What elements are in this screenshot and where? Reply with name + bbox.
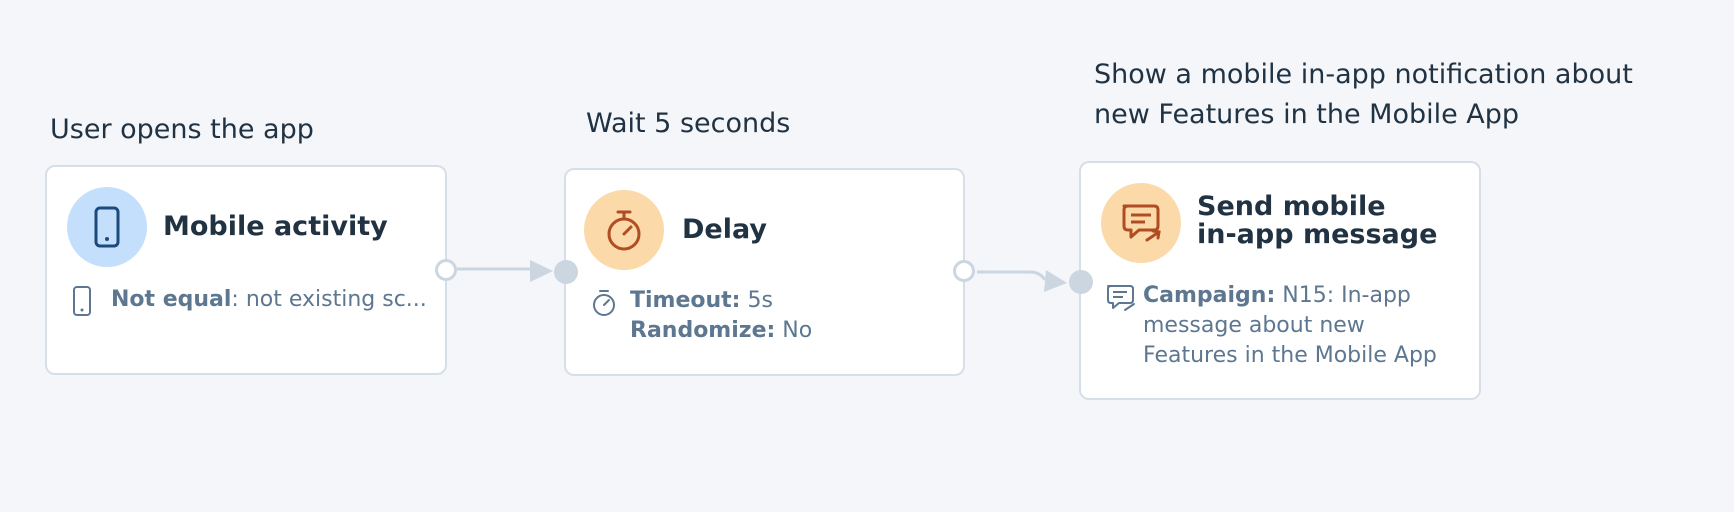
campaign-info: Campaign: N15: In-app message about new … xyxy=(1143,281,1437,371)
send-in-app-message-card[interactable]: Send mobile in-app message Campaign: N15… xyxy=(1069,161,1481,400)
delay-randomize: Randomize: No xyxy=(630,316,812,346)
randomize-label: Randomize: xyxy=(630,318,776,343)
campaign-line-1: Campaign: N15: In-app xyxy=(1143,281,1437,311)
mobile-activity-card[interactable]: Mobile activity Not equal: not existing … xyxy=(45,165,457,375)
title-line-2: in-app message xyxy=(1197,219,1438,250)
chat-message-small-icon xyxy=(1107,285,1135,311)
connector-2-3 xyxy=(977,270,1047,281)
stopwatch-small-icon xyxy=(593,290,615,316)
mobile-phone-small-icon xyxy=(73,286,91,316)
timeout-label: Timeout: xyxy=(630,288,741,313)
timeout-value: 5s xyxy=(740,288,773,313)
randomize-value: No xyxy=(775,318,813,343)
mobile-phone-icon xyxy=(94,206,120,248)
mobile-activity-icon-circle xyxy=(67,187,147,267)
delay-title: Delay xyxy=(682,214,767,245)
connector-1-2-arrowhead xyxy=(530,260,553,282)
mobile-activity-condition: Not equal: not existing sc... xyxy=(111,285,431,315)
mobile-activity-output-port[interactable] xyxy=(435,259,457,281)
step-3-caption-line-1: Show a mobile in-app notification about xyxy=(1094,59,1633,90)
delay-input-port[interactable] xyxy=(554,260,578,284)
campaign-value-part-3: Features in the Mobile App xyxy=(1143,343,1437,368)
step-3-caption-line-2: new Features in the Mobile App xyxy=(1094,99,1520,130)
campaign-value-part-1: N15: In-app xyxy=(1275,283,1411,308)
delay-timeout: Timeout: 5s xyxy=(630,286,773,316)
send-in-app-message-icon-circle xyxy=(1101,183,1181,263)
condition-value: : not existing sc... xyxy=(231,287,427,312)
campaign-label: Campaign: xyxy=(1143,283,1276,308)
delay-output-port[interactable] xyxy=(953,260,975,282)
step-1-caption: User opens the app xyxy=(50,114,314,145)
connector-2-3-arrowhead xyxy=(1044,270,1067,292)
mobile-activity-title: Mobile activity xyxy=(163,211,388,242)
delay-card[interactable]: Delay Timeout: 5s Randomize: No xyxy=(554,168,975,376)
send-in-app-message-title: Send mobile in-app message xyxy=(1197,193,1437,249)
stopwatch-icon xyxy=(607,210,641,251)
campaign-value-part-2: message about new xyxy=(1143,313,1365,338)
delay-icon-circle xyxy=(584,190,664,270)
title-line-1: Send mobile xyxy=(1197,191,1386,222)
step-2-caption: Wait 5 seconds xyxy=(586,108,791,139)
send-in-app-message-input-port[interactable] xyxy=(1069,270,1093,294)
step-3-caption: Show a mobile in-app notification about … xyxy=(1094,55,1633,135)
condition-label: Not equal xyxy=(111,287,232,312)
chat-message-icon xyxy=(1122,204,1161,242)
